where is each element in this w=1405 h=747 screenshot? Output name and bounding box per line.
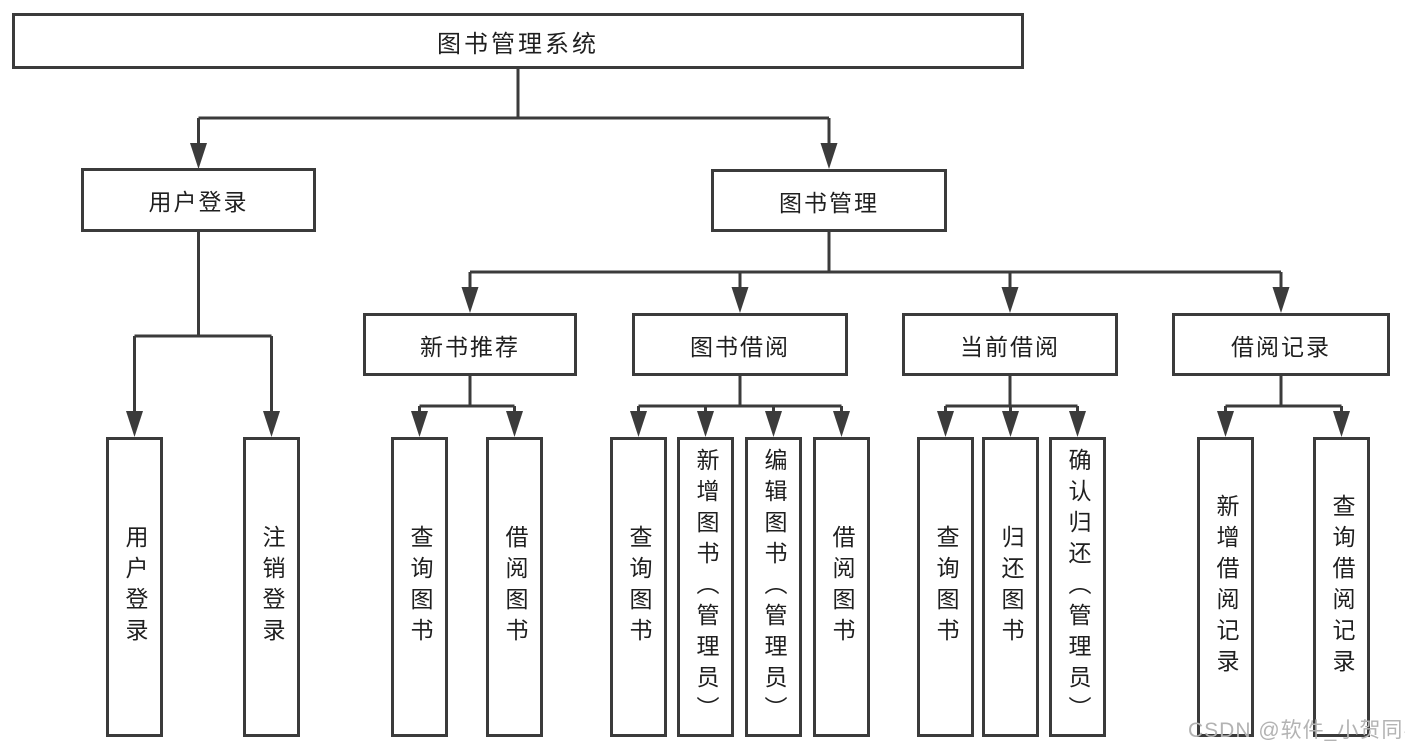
node-leaf-borrow-books: 借阅图书 xyxy=(813,437,870,737)
node-leaf-user-login: 用户登录 xyxy=(106,437,163,737)
node-current-borrow-label: 当前借阅 xyxy=(960,333,1060,360)
node-current-borrow: 当前借阅 xyxy=(902,313,1118,376)
arrow-down-icon xyxy=(820,143,838,169)
node-leaf-add-books-admin: 新增图书（管理员） xyxy=(677,437,734,737)
arrow-down-icon xyxy=(506,411,523,437)
node-borrow-records-label: 借阅记录 xyxy=(1231,333,1331,360)
node-leaf-newbook-borrow-books-label: 借阅图书 xyxy=(502,525,528,649)
connector-records-to-leaves xyxy=(1224,376,1343,413)
arrow-down-icon xyxy=(263,411,280,437)
node-root: 图书管理系统 xyxy=(12,13,1024,69)
node-leaf-confirm-return-admin: 确认归还（管理员） xyxy=(1049,437,1106,737)
arrow-down-icon xyxy=(630,411,647,437)
arrow-down-icon xyxy=(1001,287,1019,313)
arrow-down-icon xyxy=(411,411,428,437)
connector-bookmgmt-to-level3 xyxy=(468,232,1283,289)
node-leaf-current-query-books: 查询图书 xyxy=(917,437,974,737)
arrow-down-icon xyxy=(731,287,749,313)
node-leaf-confirm-return-admin-label: 确认归还（管理员） xyxy=(1065,447,1091,727)
arrow-down-icon xyxy=(1069,411,1086,437)
node-leaf-user-login-label: 用户登录 xyxy=(122,525,148,649)
node-book-management: 图书管理 xyxy=(711,169,947,232)
node-leaf-newbook-borrow-books: 借阅图书 xyxy=(486,437,543,737)
arrow-down-icon xyxy=(937,411,954,437)
node-book-management-label: 图书管理 xyxy=(779,189,879,216)
connector-userlogin-to-leaves xyxy=(133,232,273,413)
node-leaf-add-borrow-record: 新增借阅记录 xyxy=(1197,437,1254,737)
arrow-down-icon xyxy=(765,411,782,437)
arrow-down-icons xyxy=(126,143,1350,437)
node-book-borrow-label: 图书借阅 xyxy=(690,333,790,360)
connector-borrow-to-leaves xyxy=(637,376,843,413)
arrow-down-icon xyxy=(1272,287,1290,313)
arrow-down-icon xyxy=(190,143,207,169)
arrow-down-icon xyxy=(1217,411,1234,437)
node-root-label: 图书管理系统 xyxy=(437,30,599,58)
node-leaf-logout: 注销登录 xyxy=(243,437,300,737)
arrow-down-icon xyxy=(833,411,850,437)
node-leaf-query-borrow-record-label: 查询借阅记录 xyxy=(1329,494,1355,680)
arrow-down-icon xyxy=(1333,411,1350,437)
node-leaf-add-borrow-record-label: 新增借阅记录 xyxy=(1213,494,1239,680)
node-leaf-return-books-label: 归还图书 xyxy=(998,525,1024,649)
node-leaf-add-books-admin-label: 新增图书（管理员） xyxy=(693,447,719,727)
node-leaf-logout-label: 注销登录 xyxy=(259,525,285,649)
node-leaf-newbook-query-books-label: 查询图书 xyxy=(407,525,433,649)
arrow-down-icon xyxy=(1002,411,1019,437)
node-leaf-return-books: 归还图书 xyxy=(982,437,1039,737)
connector-root-to-level2 xyxy=(197,69,831,145)
node-leaf-query-borrow-record: 查询借阅记录 xyxy=(1313,437,1370,737)
node-book-borrow: 图书借阅 xyxy=(632,313,848,376)
connector-current-to-leaves xyxy=(944,376,1079,413)
arrow-down-icon xyxy=(697,411,714,437)
node-leaf-borrow-query-books-label: 查询图书 xyxy=(626,525,652,649)
csdn-watermark: CSDN @软件_小贺同学 xyxy=(1188,719,1405,742)
node-user-login-label: 用户登录 xyxy=(148,189,249,215)
node-borrow-records: 借阅记录 xyxy=(1172,313,1390,376)
node-new-book-recommend: 新书推荐 xyxy=(363,313,577,376)
node-leaf-newbook-query-books: 查询图书 xyxy=(391,437,448,737)
arrow-down-icon xyxy=(126,411,143,437)
node-leaf-edit-books-admin-label: 编辑图书（管理员） xyxy=(761,447,787,727)
node-new-book-recommend-label: 新书推荐 xyxy=(420,333,520,360)
connector-newbook-to-leaves xyxy=(418,376,516,413)
node-user-login: 用户登录 xyxy=(81,168,316,232)
node-leaf-borrow-books-label: 借阅图书 xyxy=(829,525,855,649)
node-leaf-current-query-books-label: 查询图书 xyxy=(933,525,959,649)
node-leaf-edit-books-admin: 编辑图书（管理员） xyxy=(745,437,802,737)
node-leaf-borrow-query-books: 查询图书 xyxy=(610,437,667,737)
arrow-down-icon xyxy=(461,287,479,313)
